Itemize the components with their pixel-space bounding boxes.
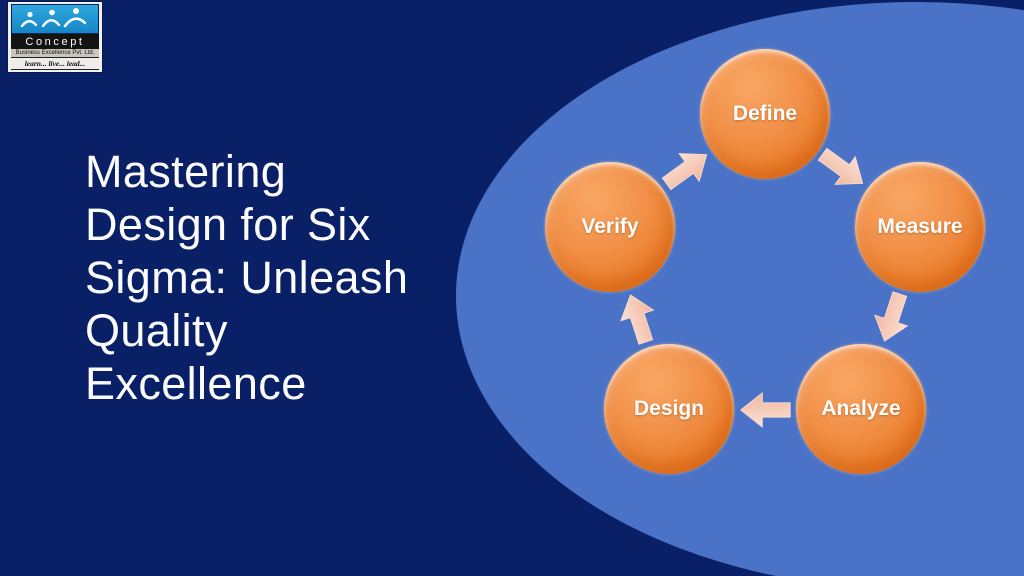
slide-title: Mastering Design for Six Sigma: Unleash … <box>85 145 485 410</box>
title-line-4: Quality <box>85 305 228 356</box>
arrow-verify-to-define-icon <box>661 153 708 191</box>
arrow-analyze-to-design-icon <box>739 391 791 429</box>
step-label: Analyze <box>821 397 901 420</box>
step-circle-analyze: Analyze <box>796 344 926 474</box>
step-circle-verify: Verify <box>545 162 675 292</box>
company-logo: Concept Business Excellence Pvt. Ltd. le… <box>8 2 102 72</box>
logo-figures-icon <box>11 4 99 34</box>
title-line-2: Design for Six <box>85 199 371 250</box>
arrow-define-to-measure-icon <box>817 147 864 185</box>
step-label: Define <box>732 102 798 125</box>
arrow-design-to-verify-icon <box>620 294 655 345</box>
logo-company-name: Concept <box>11 34 99 49</box>
logo-tagline: learn... live... lead... <box>11 57 99 70</box>
step-label: Design <box>633 397 704 420</box>
step-circle-measure: Measure <box>855 162 985 292</box>
arrow-measure-to-analyze-icon <box>874 291 909 342</box>
title-line-3: Sigma: Unleash <box>85 252 409 303</box>
step-label: Measure <box>877 215 963 238</box>
title-line-5: Excellence <box>85 358 307 409</box>
title-line-1: Mastering <box>85 146 287 197</box>
logo-subtitle: Business Excellence Pvt. Ltd. <box>11 49 99 57</box>
step-circle-define: Define <box>700 49 830 179</box>
step-label: Verify <box>581 215 639 238</box>
step-circle-design: Design <box>604 344 734 474</box>
